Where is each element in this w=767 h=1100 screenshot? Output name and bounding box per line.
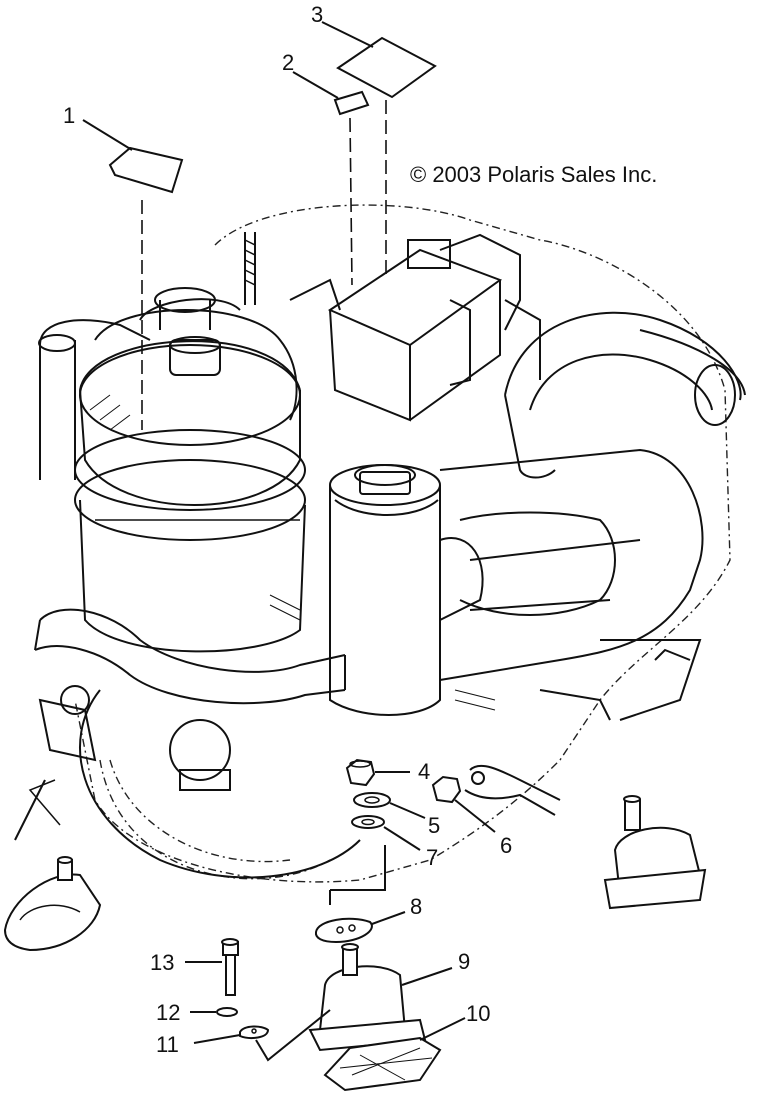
callout-9: 9: [458, 949, 470, 974]
callout-4: 4: [418, 759, 430, 784]
part-5-washer: 5: [353, 792, 440, 838]
part-1-decal: 1: [63, 103, 184, 430]
callout-10: 10: [466, 1001, 490, 1026]
callout-11: 11: [156, 1032, 179, 1057]
part-9-engine-mount: 9: [308, 943, 470, 1052]
copyright-notice: © 2003 Polaris Sales Inc.: [410, 162, 657, 187]
part-7-washer: 7: [351, 815, 438, 870]
engine-assembly: [34, 204, 746, 883]
part-4-nut: 4: [345, 758, 430, 787]
right-engine-mount: [603, 795, 707, 910]
part-11-washer: 11: [156, 1009, 331, 1062]
callout-5: 5: [428, 813, 440, 838]
part-3-decal: 3: [311, 2, 437, 280]
callout-1: 1: [63, 103, 75, 128]
callout-6: 6: [500, 833, 512, 858]
callout-12: 12: [156, 1000, 180, 1025]
callout-8: 8: [410, 894, 422, 919]
part-6-nut: 6: [431, 764, 561, 858]
callout-2: 2: [282, 50, 294, 75]
callout-3: 3: [311, 2, 323, 27]
part-12-washer: 12: [156, 1000, 238, 1025]
part-8-plate: 8: [314, 845, 422, 944]
callout-7: 7: [426, 845, 438, 870]
left-engine-mount: [3, 779, 102, 952]
part-2-label: 2: [282, 50, 370, 286]
part-13-bolt: 13: [150, 938, 239, 996]
part-10-base-plate: 10: [323, 1001, 490, 1092]
callout-13: 13: [150, 950, 174, 975]
